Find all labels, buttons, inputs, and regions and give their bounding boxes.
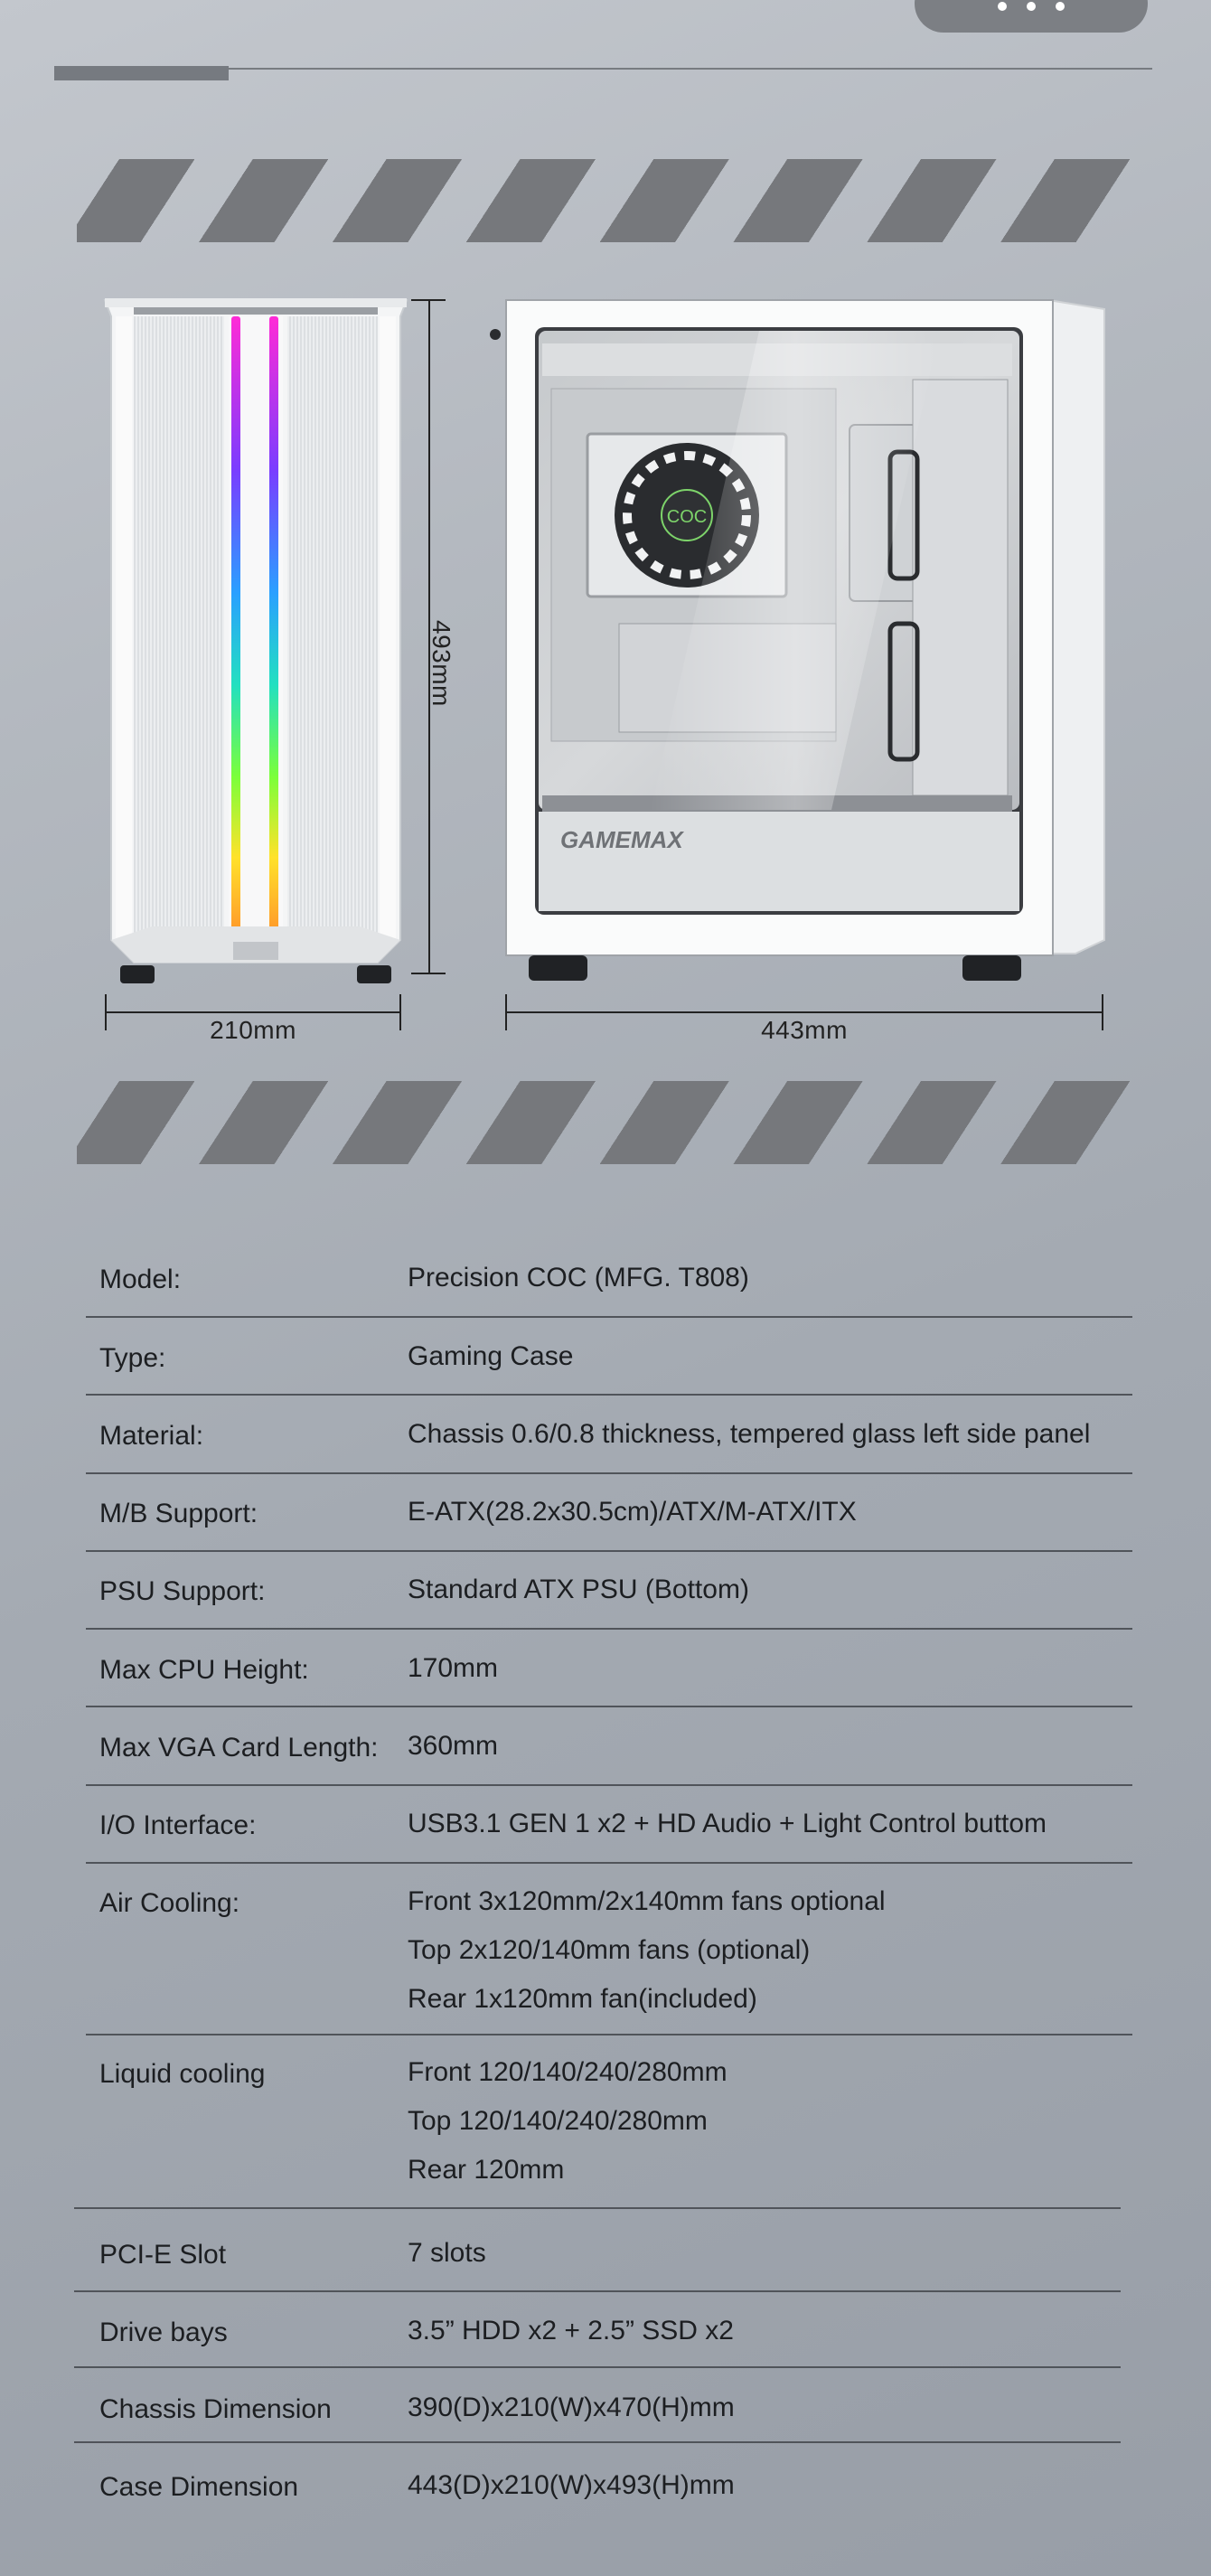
row-divider [86,2034,1132,2035]
depth-dimension-label: 443mm [761,1016,848,1044]
hazard-stripes-bottom [77,1081,1134,1164]
hazard-stripes-top [77,159,1134,242]
spec-value-line: Front 3x120mm/2x140mm fans optional [408,1886,886,1916]
brand-logo: GAMEMAX [560,826,684,853]
row-divider [86,1472,1132,1474]
spec-label: M/B Support: [99,1499,258,1528]
spec-label: Drive bays [99,2317,228,2347]
spec-value-line: Chassis 0.6/0.8 thickness, tempered glas… [408,1419,1091,1449]
spec-value: 360mm [408,1722,498,1771]
spec-value: 7 slots [408,2229,486,2278]
row-divider [74,2207,1121,2209]
spec-label: PSU Support: [99,1576,266,1606]
row-divider [74,2290,1121,2292]
width-dimension-label: 210mm [210,1016,296,1044]
spec-value-line: 390(D)x210(W)x470(H)mm [408,2393,735,2422]
row-divider [86,1394,1132,1396]
spec-value: 3.5” HDD x2 + 2.5” SSD x2 [408,2307,734,2355]
row-divider [74,2366,1121,2368]
spec-value-line: E-ATX(28.2x30.5cm)/ATX/M-ATX/ITX [408,1497,857,1527]
spec-value-line: Standard ATX PSU (Bottom) [408,1575,749,1604]
row-divider [86,1316,1132,1318]
fan-logo-text: COC [667,507,707,527]
row-divider [86,1784,1132,1786]
row-divider [86,1628,1132,1630]
spec-value: Standard ATX PSU (Bottom) [408,1565,749,1614]
spec-value-line: Top 120/140/240/280mm [408,2106,708,2136]
spec-value: Gaming Case [408,1332,573,1381]
dot [1027,2,1036,11]
spec-value-line: 170mm [408,1653,499,1683]
spec-label: Chassis Dimension [99,2394,332,2424]
spec-label: Liquid cooling [99,2059,266,2089]
spec-label: I/O Interface: [99,1810,257,1840]
spec-value-line: 3.5” HDD x2 + 2.5” SSD x2 [408,2316,734,2346]
case-front-view [103,298,408,983]
spec-label: Type: [99,1343,166,1373]
spec-value-line: Front 120/140/240/280mm [408,2057,728,2087]
spec-label: Air Cooling: [99,1888,240,1918]
spec-value: USB3.1 GEN 1 x2 + HD Audio + Light Contr… [408,1800,1047,1848]
dot [998,2,1007,11]
spec-value-line: Gaming Case [408,1341,574,1371]
spec-label: Max VGA Card Length: [99,1733,379,1763]
spec-value-line: Rear 120mm [408,2155,565,2185]
spec-value: 390(D)x210(W)x470(H)mm [408,2383,735,2432]
row-divider [86,1706,1132,1707]
spec-label: Case Dimension [99,2472,299,2502]
row-divider [86,1862,1132,1864]
row-divider [74,2441,1121,2443]
header-accent-bar [54,66,229,80]
spec-value-line: Rear 1x120mm fan(included) [408,1984,757,2014]
spec-label: Max CPU Height: [99,1655,309,1685]
spec-value-line: 443(D)x210(W)x493(H)mm [408,2470,735,2500]
spec-value-line: 7 slots [408,2238,486,2268]
spec-value-line: USB3.1 GEN 1 x2 + HD Audio + Light Contr… [408,1809,1047,1838]
dimension-lines [105,299,1103,1030]
row-divider [86,1550,1132,1552]
spec-label: Material: [99,1421,204,1451]
dot [1056,2,1065,11]
header-divider [54,68,1152,70]
spec-value: E-ATX(28.2x30.5cm)/ATX/M-ATX/ITX [408,1488,857,1537]
spec-label: PCI-E Slot [99,2240,227,2270]
spec-value: Precision COC (MFG. T808) [408,1254,749,1302]
spec-value-line: Top 2x120/140mm fans (optional) [408,1935,811,1965]
spec-value-line: Precision COC (MFG. T808) [408,1263,749,1293]
case-side-view: COC GAMEMAX [490,298,1105,981]
spec-label: Model: [99,1264,182,1294]
more-dots-icon[interactable] [915,0,1148,33]
height-dimension-label: 493mm [427,620,455,707]
spec-value: Chassis 0.6/0.8 thickness, tempered glas… [408,1410,1090,1459]
spec-value: 443(D)x210(W)x493(H)mm [408,2461,735,2510]
spec-value: 170mm [408,1644,498,1693]
spec-value-line: 360mm [408,1731,499,1761]
